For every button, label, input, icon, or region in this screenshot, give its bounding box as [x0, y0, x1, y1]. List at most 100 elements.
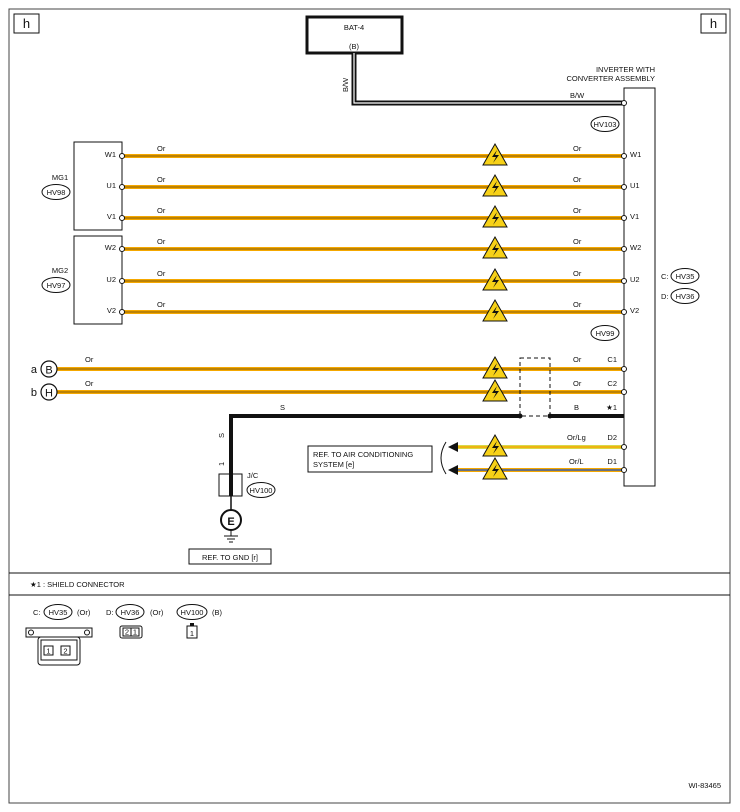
- high-voltage-warning-icon: [482, 355, 508, 379]
- legend-d-prefix: D:: [106, 608, 114, 617]
- phase-4-wire-right: Or: [573, 237, 582, 246]
- page-label-box-left: [13, 13, 40, 34]
- connector-hv100-label: HV100: [250, 486, 273, 495]
- ac-line-d2: Or/Lg D2: [448, 433, 627, 457]
- phase-1-wire-left: Or: [157, 144, 166, 153]
- mg1-box: [73, 141, 123, 231]
- shield-dashed-box: [519, 357, 551, 417]
- connector-c-face: 1 2: [25, 627, 93, 666]
- phase-2-wire-right: Or: [573, 175, 582, 184]
- legend-hv35-color: (Or): [77, 608, 91, 617]
- bus-a-wire: Or: [85, 355, 94, 364]
- connector-hv98: [41, 184, 71, 200]
- phase-5-wire-right: Or: [573, 269, 582, 278]
- inverter-bw-pin: [621, 100, 627, 106]
- bus-a-pin: C1: [607, 355, 617, 364]
- bus-a-tag: a: [31, 364, 38, 376]
- bus-a-wire-right: Or: [573, 355, 582, 364]
- connector-hv97: [41, 277, 71, 293]
- bus-b-wire: Or: [85, 379, 94, 388]
- phase-5-wire-left: Or: [157, 269, 166, 278]
- phase-2-wire-left: Or: [157, 175, 166, 184]
- phase-3-wire-left: Or: [157, 206, 166, 215]
- bus-b-wire-right: Or: [573, 379, 582, 388]
- phase-3-wire-right: Or: [573, 206, 582, 215]
- side-connector-hv35: [670, 268, 700, 284]
- legend-hv35: [43, 604, 73, 620]
- battery-name: BAT-4: [344, 23, 364, 32]
- ac-d1-arrow-icon: [448, 465, 458, 475]
- phase-3-right-pin: V1: [630, 212, 639, 221]
- phase-line-2: U1 U1 Or Or: [106, 173, 640, 197]
- high-voltage-warning-icon: [482, 173, 508, 197]
- legend-hv36: [115, 604, 145, 620]
- phase-5-left-pin: U2: [106, 275, 116, 284]
- connector-d-face: 2 1: [119, 625, 143, 639]
- shield-vertical-label: S: [217, 433, 226, 438]
- ac-ref-box: [307, 445, 433, 473]
- shield-wire-right-label: B: [574, 403, 579, 412]
- connector-jc-pin-1: 1: [190, 629, 194, 638]
- phase-3-left-pin: V1: [107, 212, 116, 221]
- ground-ref-box: [188, 548, 272, 565]
- ac-ref-bracket: [440, 441, 447, 475]
- high-voltage-warning-icon: [482, 433, 508, 457]
- high-voltage-warning-icon: [482, 142, 508, 166]
- connector-c-pin-2: 2: [63, 647, 67, 656]
- footnote-text: ★1 : SHIELD CONNECTOR: [30, 580, 125, 589]
- ac-d2-arrow-icon: [448, 442, 458, 452]
- high-voltage-warning-icon: [482, 378, 508, 402]
- ac-d2-wire: Or/Lg: [567, 433, 586, 442]
- phase-4-wire-left: Or: [157, 237, 166, 246]
- connector-hv99-label: HV99: [596, 329, 615, 338]
- bus-line-b: b H Or Or C2: [31, 378, 627, 402]
- connector-jc-face: 1: [186, 623, 198, 639]
- legend-hv36-label: HV36: [121, 608, 140, 617]
- ground-ref-label: REF. TO GND [r]: [202, 553, 258, 562]
- legend-hv36-color: (Or): [150, 608, 164, 617]
- connector-hv98-label: HV98: [47, 188, 66, 197]
- connector-hv99: [590, 325, 620, 341]
- phase-4-right-pin: W2: [630, 243, 641, 252]
- connector-hv103: [590, 116, 620, 132]
- bus-line-a: a B Or Or C1: [31, 355, 627, 379]
- shield-wire: S B ★1 S 1: [217, 403, 624, 494]
- phase-line-4: W2 W2 Or Or: [105, 235, 641, 259]
- phase-line-1: W1 W1 Or Or: [105, 142, 641, 166]
- inverter-bw-label: B/W: [570, 91, 585, 100]
- battery-wire-inner: [353, 53, 624, 104]
- phase-6-wire-right: Or: [573, 300, 582, 309]
- legend-c-prefix: C:: [33, 608, 41, 617]
- legend-hv35-label: HV35: [49, 608, 68, 617]
- side-c-prefix: C:: [661, 272, 669, 281]
- phase-5-right-pin: U2: [630, 275, 640, 284]
- bus-b-node: H: [45, 388, 53, 400]
- high-voltage-warning-icon: [482, 204, 508, 228]
- connector-hv103-label: HV103: [594, 120, 617, 129]
- page-label-left: h: [23, 16, 30, 31]
- phase-4-left-pin: W2: [105, 243, 116, 252]
- shield-wire-left-label: S: [280, 403, 285, 412]
- bus-b-pin: C2: [607, 379, 617, 388]
- side-connector-hv36-label: HV36: [676, 292, 695, 301]
- legend-hv100: [176, 604, 208, 620]
- ac-ref-line2: SYSTEM [e]: [313, 460, 354, 469]
- connector-c-pin-1: 1: [46, 647, 50, 656]
- battery-wire-label: B/W: [341, 77, 350, 92]
- ac-line-d1: Or/L D1: [448, 456, 627, 480]
- ac-d2-pin: D2: [607, 433, 617, 442]
- bus-a-node: B: [45, 365, 52, 377]
- ground-symbol: E: [227, 516, 234, 528]
- phase-2-right-pin: U1: [630, 181, 640, 190]
- connector-hv100: [246, 482, 276, 498]
- page-label-box-right: [700, 13, 727, 34]
- mg1-label: MG1: [52, 173, 68, 182]
- side-connector-hv36: [670, 288, 700, 304]
- phase-6-wire-left: Or: [157, 300, 166, 309]
- legend-hv100-label: HV100: [181, 608, 204, 617]
- phase-1-right-pin: W1: [630, 150, 641, 159]
- battery-pin: (B): [349, 42, 360, 51]
- bus-b-tag: b: [31, 387, 37, 399]
